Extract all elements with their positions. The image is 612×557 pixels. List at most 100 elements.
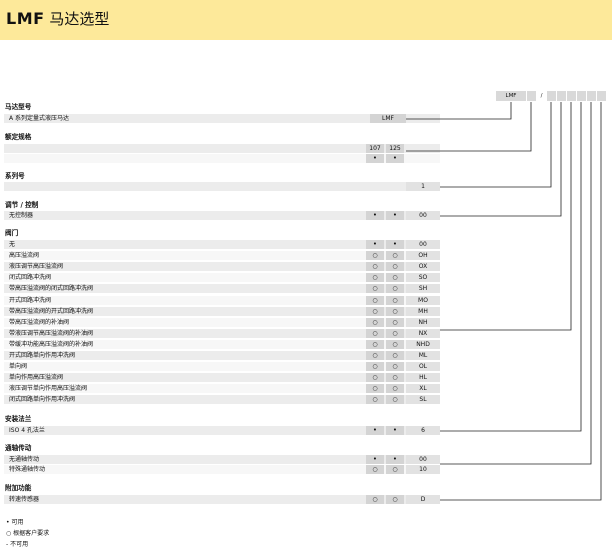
valve-label: 开式回路单向作用冲洗阀 [9,352,76,359]
flange-code: 6 [406,426,440,435]
section-title-series: 系列号 [5,172,25,180]
code-box-separator: / [537,91,546,101]
valve-m1: ○ [366,373,384,383]
connector-series [440,102,552,188]
title-text: 马达选型 [49,10,110,28]
valve-m1: ○ [366,339,384,349]
valve-label: 无 [9,241,16,248]
through-code-2: 10 [406,465,440,474]
valve-m1: ○ [366,284,384,294]
valve-label: 带缓冲功能高压溢流阀的补油阀 [9,340,94,348]
valve-m1: ○ [366,328,384,338]
valve-row: 带高压溢流阀的补油阀 [4,317,440,327]
valve-code: HL [406,373,440,383]
legend-on-request: ○ 根据客户要求 [6,530,50,537]
valve-label: 液压调节单向作用高压溢流阀 [9,385,88,393]
section-title-extra: 附加功能 [5,484,32,492]
code-box-2 [547,91,556,101]
through-m1-2: ○ [366,465,384,474]
connector-rated [406,102,532,152]
legend-not-available: - 不可用 [6,541,29,548]
code-box-3 [557,91,566,101]
rated-row-sizes [4,144,440,153]
valve-m2: ○ [386,339,404,349]
valve-m1: ○ [366,362,384,372]
through-label-1: 无通轴传动 [9,456,40,463]
connector-valves [440,102,572,331]
valve-row: 开式回路冲洗阀 [4,295,440,305]
page-title: LMF 马达选型 [6,9,109,29]
avail-125: • [386,154,404,163]
control-m1: • [366,211,384,220]
valve-m2: • [386,240,404,249]
valve-row: 闭式回路单向作用冲洗阀 [4,395,440,405]
valve-row: 无 [4,240,440,249]
valve-m2: ○ [386,362,404,372]
valve-label: 带液压调节高压溢流阀的补油阀 [9,329,94,337]
connector-control [440,102,562,217]
valve-label: 带高压溢流阀的闭式回路冲洗阀 [9,285,94,293]
code-box-6 [587,91,596,101]
through-m2-1: • [386,455,404,464]
section-title-flange: 安装法兰 [5,415,32,423]
valve-m1: ○ [366,306,384,316]
legend-available: • 可用 [6,519,24,526]
valve-m1: ○ [366,395,384,405]
valve-row: 单向阀 [4,362,440,372]
valve-code: NH [406,317,440,327]
series-code: 1 [406,182,440,191]
valve-code: XL [406,384,440,394]
section-title-control: 调节 / 控制 [5,201,39,209]
code-box-prefix: LMF [496,91,526,101]
valve-m1: ○ [366,273,384,283]
extra-m1: ○ [366,495,384,504]
through-code-1: 00 [406,455,440,464]
valve-label: 单向作用高压溢流阀 [9,374,64,382]
valve-m1: • [366,240,384,249]
valve-m1: ○ [366,351,384,360]
valve-row: 液压调节单向作用高压溢流阀 [4,384,440,394]
valve-label: 带高压溢流阀的补油阀 [9,318,70,326]
valve-label: 带高压溢流阀的开式回路冲洗阀 [9,307,94,315]
through-row-2: 特殊通轴传动 [4,465,440,474]
valve-m2: ○ [386,317,404,327]
control-label: 无控制器 [9,212,34,219]
rated-row-avail [4,154,440,163]
connector-flange [440,102,582,432]
extra-code: D [406,495,440,504]
valve-m2: ○ [386,351,404,360]
valve-label: 闭式回路冲洗阀 [9,274,52,282]
valve-code: OX [406,262,440,272]
valve-m1: ○ [366,317,384,327]
flange-m2: • [386,426,404,435]
extra-label: 转速传感器 [9,496,40,503]
valve-code: NHD [406,339,440,349]
section-title-through: 通轴传动 [5,444,32,452]
valve-m2: ○ [386,273,404,283]
valve-row: 带高压溢流阀的闭式回路冲洗阀 [4,284,440,294]
valve-row: 开式回路单向作用冲洗阀 [4,351,440,360]
valve-m1: ○ [366,295,384,305]
valve-m1: ○ [366,262,384,272]
valve-m1: ○ [366,251,384,261]
valve-code: MO [406,295,440,305]
extra-m2: ○ [386,495,404,504]
valve-code: ML [406,351,440,360]
code-box-7 [597,91,606,101]
through-m1-1: • [366,455,384,464]
control-m2: • [386,211,404,220]
brand-logo: LMF [6,9,45,28]
valve-label: 开式回路冲洗阀 [9,296,52,304]
valve-code: MH [406,306,440,316]
valve-code: OH [406,251,440,261]
flange-label: ISO 4 孔法兰 [9,427,45,434]
through-m2-2: ○ [386,465,404,474]
valve-m2: ○ [386,373,404,383]
valve-label: 液压调节高压溢流阀 [9,263,64,271]
size-107: 107 [366,144,384,153]
valve-label: 高压溢流阀 [9,252,40,260]
code-box-1 [527,91,536,101]
valve-m2: ○ [386,328,404,338]
valve-m2: ○ [386,251,404,261]
valve-row: 闭式回路冲洗阀 [4,273,440,283]
